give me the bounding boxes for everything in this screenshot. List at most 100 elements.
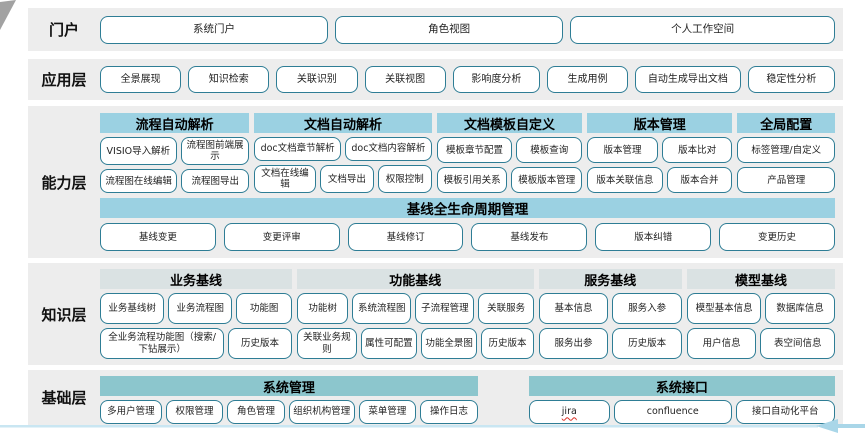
feature-button[interactable]: 文档导出	[319, 165, 374, 194]
feature-button[interactable]: 关联服务	[478, 293, 534, 324]
feature-button[interactable]: 基线变更	[100, 223, 216, 252]
feature-button[interactable]: 历史版本	[481, 328, 534, 359]
feature-button[interactable]: 流程图前端展示	[180, 137, 250, 166]
feature-button[interactable]: 业务流程图	[168, 293, 233, 324]
button-row: 模板章节配置模板查询	[436, 137, 583, 164]
knowledge-layer: 知识层 业务基线业务基线树业务流程图功能图全业务流程功能图（搜索/下钻展示）历史…	[28, 263, 843, 365]
feature-button[interactable]: 多用户管理	[100, 400, 162, 424]
feature-button[interactable]: 组织机构管理	[288, 400, 355, 424]
feature-button[interactable]: 系统流程图	[352, 293, 412, 324]
feature-button[interactable]: 表空间信息	[760, 328, 835, 359]
feature-button[interactable]: 关联业务规则	[296, 328, 357, 359]
button-row: 版本管理版本比对	[587, 137, 733, 164]
feature-button[interactable]: 用户信息	[686, 328, 757, 359]
feature-button[interactable]: 子流程管理	[415, 293, 475, 324]
feature-button[interactable]: 文档在线编辑	[254, 165, 316, 194]
feature-button[interactable]: 影响度分析	[452, 66, 540, 93]
feature-group: 版本管理版本管理版本比对版本关联信息版本合并	[587, 113, 733, 194]
feature-button[interactable]: 全业务流程功能图（搜索/下钻展示）	[100, 328, 225, 359]
button-row: 多用户管理权限管理角色管理组织机构管理菜单管理操作日志	[100, 400, 478, 424]
feature-button[interactable]: 关联识别	[276, 66, 358, 93]
knowledge-groups: 业务基线业务基线树业务流程图功能图全业务流程功能图（搜索/下钻展示）历史版本功能…	[100, 269, 835, 359]
feature-button[interactable]: 生成用例	[546, 66, 629, 93]
feature-group: 业务基线业务基线树业务流程图功能图全业务流程功能图（搜索/下钻展示）历史版本	[100, 269, 292, 359]
feature-button[interactable]: 功能图	[236, 293, 292, 324]
feature-button[interactable]: 功能树	[296, 293, 349, 324]
baseline-buttons: 基线变更变更评审基线修订基线发布版本纠错变更历史	[100, 223, 835, 252]
feature-button[interactable]: 历史版本	[612, 328, 682, 359]
feature-button[interactable]: 知识检索	[188, 66, 270, 93]
feature-button[interactable]: 模板引用关系	[436, 167, 508, 194]
feature-button[interactable]: 角色视图	[335, 15, 564, 44]
feature-button[interactable]: 自动生成导出文档	[635, 66, 741, 93]
button-row: 基本信息服务入参	[538, 293, 682, 324]
feature-button[interactable]: 权限控制	[377, 165, 432, 194]
feature-button[interactable]: doc文档内容解析	[345, 137, 432, 161]
feature-button[interactable]: 流程图导出	[181, 169, 250, 194]
button-row: 流程图在线编辑流程图导出	[100, 169, 250, 194]
button-row: 模型基本信息数据库信息	[686, 293, 835, 324]
portal-buttons: 系统门户角色视图个人工作空间	[100, 15, 843, 44]
feature-button[interactable]: 版本合并	[666, 167, 733, 194]
feature-button[interactable]: 个人工作空间	[570, 15, 836, 44]
feature-group: 系统管理多用户管理权限管理角色管理组织机构管理菜单管理操作日志	[100, 376, 478, 424]
feature-button[interactable]: 版本比对	[661, 137, 733, 164]
feature-button[interactable]: 模板版本管理	[511, 167, 583, 194]
group-header: 版本管理	[587, 113, 733, 133]
feature-button[interactable]: 基线发布	[471, 223, 588, 252]
feature-button[interactable]: 菜单管理	[358, 400, 417, 424]
feature-button[interactable]: 变更历史	[719, 223, 835, 252]
feature-button[interactable]: 接口自动化平台	[735, 400, 835, 424]
feature-button[interactable]: 业务基线树	[100, 293, 165, 324]
feature-group: 功能基线功能树系统流程图子流程管理关联服务关联业务规则属性可配置功能全景图历史版…	[296, 269, 534, 359]
button-row: 产品管理	[737, 167, 836, 194]
feature-button[interactable]: 历史版本	[228, 328, 292, 359]
group-header: 系统接口	[528, 376, 835, 396]
feature-button[interactable]: 标签管理/自定义	[737, 137, 836, 164]
feature-button[interactable]: 权限管理	[165, 400, 224, 424]
button-row: VISIO导入解析流程图前端展示	[100, 137, 250, 166]
feature-button[interactable]: jira	[528, 400, 610, 424]
feature-button[interactable]: 属性可配置	[360, 328, 418, 359]
feature-button[interactable]: 功能全景图	[421, 328, 478, 359]
feature-button[interactable]: 模板查询	[516, 137, 583, 164]
feature-button[interactable]: 操作日志	[420, 400, 478, 424]
feature-button[interactable]: doc文档章节解析	[254, 137, 342, 161]
button-row: 版本关联信息版本合并	[587, 167, 733, 194]
feature-button[interactable]: 版本纠错	[595, 223, 712, 252]
feature-button[interactable]: 系统门户	[100, 15, 329, 44]
feature-button[interactable]: VISIO导入解析	[100, 137, 177, 166]
feature-button[interactable]: 关联视图	[364, 66, 446, 93]
feature-button[interactable]: 全景展现	[100, 66, 182, 93]
feature-button[interactable]: 服务入参	[612, 293, 682, 324]
feature-button[interactable]: 产品管理	[737, 167, 836, 194]
application-layer-label: 应用层	[41, 71, 87, 89]
feature-button[interactable]: 稳定性分析	[747, 66, 835, 93]
group-header: 服务基线	[538, 269, 682, 289]
feature-button[interactable]: confluence	[613, 400, 732, 424]
group-header: 文档自动解析	[254, 113, 432, 133]
feature-button[interactable]: 模型基本信息	[686, 293, 762, 324]
feature-button[interactable]: 版本管理	[587, 137, 658, 164]
capability-layer-label: 能力层	[41, 173, 87, 192]
group-header: 系统管理	[100, 376, 478, 396]
feature-group: 文档模板自定义模板章节配置模板查询模板引用关系模板版本管理	[436, 113, 583, 194]
base-layer-label: 基础层	[41, 389, 87, 407]
feature-button[interactable]: 数据库信息	[765, 293, 835, 324]
feature-button[interactable]: 基本信息	[538, 293, 609, 324]
knowledge-content: 业务基线业务基线树业务流程图功能图全业务流程功能图（搜索/下钻展示）历史版本功能…	[100, 263, 843, 365]
feature-button[interactable]: 角色管理	[227, 400, 285, 424]
feature-button[interactable]: 基线修订	[347, 223, 464, 252]
feature-button[interactable]: 服务出参	[538, 328, 609, 359]
feature-button[interactable]: 流程图在线编辑	[100, 169, 178, 194]
button-row: 全业务流程功能图（搜索/下钻展示）历史版本	[100, 328, 292, 359]
button-row: 模板引用关系模板版本管理	[436, 167, 583, 194]
feature-button[interactable]: 模板章节配置	[436, 137, 513, 164]
feature-button[interactable]: 版本关联信息	[587, 167, 663, 194]
feature-button[interactable]: 变更评审	[223, 223, 340, 252]
knowledge-layer-label: 知识层	[41, 305, 87, 324]
